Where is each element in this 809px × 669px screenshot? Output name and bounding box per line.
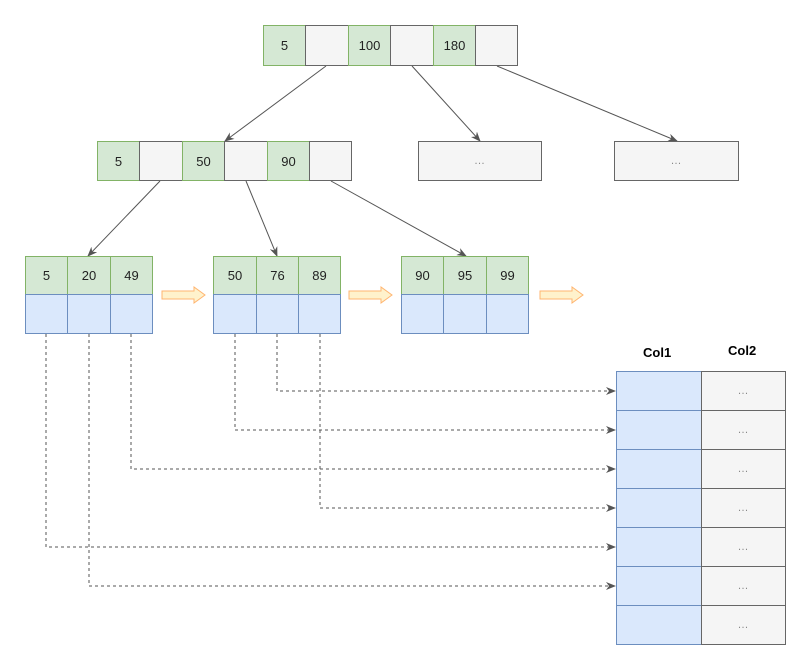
pointer-20-to-row-6 xyxy=(88,334,616,590)
pointer-89-to-row-4 xyxy=(319,334,616,512)
leaf-3-key-3: 99 xyxy=(486,256,529,295)
pointer-49-to-row-3 xyxy=(130,334,616,473)
root-pointer-2 xyxy=(390,25,434,66)
leaf-2-data-1 xyxy=(213,294,257,334)
edge-internal-to-leaf-3 xyxy=(330,180,467,257)
leaf-2-data-3 xyxy=(298,294,341,334)
leaf-2-key-3: 89 xyxy=(298,256,341,295)
table-header-col1: Col1 xyxy=(643,345,672,360)
table-row-6-col1 xyxy=(616,566,702,606)
internal-node-placeholder-1: … xyxy=(418,141,542,181)
table-row-3-col1 xyxy=(616,449,702,489)
table-row-7-col1 xyxy=(616,605,702,645)
leaf-1-data-2 xyxy=(67,294,111,334)
internal-key-1: 5 xyxy=(97,141,140,181)
internal-key-3: 90 xyxy=(267,141,310,181)
pointer-50-to-row-2 xyxy=(234,334,616,434)
leaf-2-key-1: 50 xyxy=(213,256,257,295)
leaf-3-data-3 xyxy=(486,294,529,334)
leaf-3-key-2: 95 xyxy=(443,256,487,295)
table-row-4-col1 xyxy=(616,488,702,528)
leaf-2-key-2: 76 xyxy=(256,256,299,295)
leaf-1-key-2: 20 xyxy=(67,256,111,295)
edge-root-to-internal xyxy=(224,65,327,142)
leaf-3-data-2 xyxy=(443,294,487,334)
table-row-3-col2: … xyxy=(701,449,786,489)
leaf-1-key-3: 49 xyxy=(110,256,153,295)
internal-pointer-3 xyxy=(309,141,352,181)
leaf-1-data-3 xyxy=(110,294,153,334)
leaf-link-arrow-3 xyxy=(539,286,584,304)
table-header-col2: Col2 xyxy=(728,343,757,358)
root-key-2: 100 xyxy=(348,25,391,66)
leaf-link-arrow-1 xyxy=(161,286,206,304)
table-row-2-col2: … xyxy=(701,410,786,450)
table-row-1-col2: … xyxy=(701,371,786,411)
leaf-3-key-1: 90 xyxy=(401,256,444,295)
leaf-1-data-1 xyxy=(25,294,68,334)
leaf-2-data-2 xyxy=(256,294,299,334)
table-row-5-col1 xyxy=(616,527,702,567)
root-pointer-1 xyxy=(305,25,349,66)
root-key-1: 5 xyxy=(263,25,306,66)
edge-root-to-stub-2 xyxy=(496,65,678,142)
pointer-76-to-row-1 xyxy=(276,334,616,395)
leaf-sibling-links xyxy=(161,286,584,304)
leaf-1-key-1: 5 xyxy=(25,256,68,295)
table-row-7-col2: … xyxy=(701,605,786,645)
root-key-3: 180 xyxy=(433,25,476,66)
internal-key-2: 50 xyxy=(182,141,225,181)
table-row-4-col2: … xyxy=(701,488,786,528)
edge-internal-to-leaf-2 xyxy=(245,180,278,257)
table-row-5-col2: … xyxy=(701,527,786,567)
pointer-5-to-row-5 xyxy=(45,334,616,551)
leaf-3-data-1 xyxy=(401,294,444,334)
edge-root-to-stub-1 xyxy=(411,65,481,142)
internal-node-placeholder-2: … xyxy=(614,141,739,181)
internal-pointer-1 xyxy=(139,141,183,181)
row-pointers xyxy=(45,334,616,590)
leaf-link-arrow-2 xyxy=(348,286,393,304)
table-row-1-col1 xyxy=(616,371,702,411)
tree-edges xyxy=(87,65,678,257)
edge-internal-to-leaf-1 xyxy=(87,180,161,257)
root-pointer-3 xyxy=(475,25,518,66)
table-row-2-col1 xyxy=(616,410,702,450)
internal-pointer-2 xyxy=(224,141,268,181)
table-row-6-col2: … xyxy=(701,566,786,606)
